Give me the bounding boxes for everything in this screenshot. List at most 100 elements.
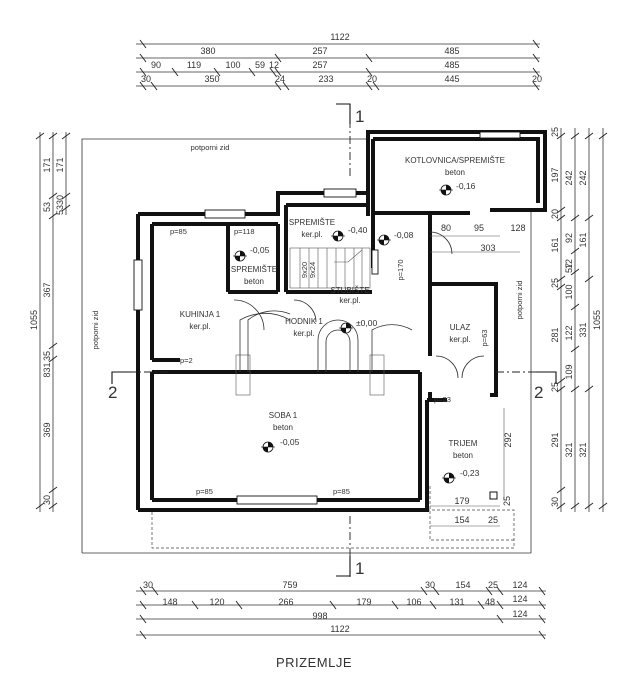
room-hodnik-floor: ker.pl.: [293, 329, 314, 338]
dim-right-u: 321: [578, 442, 588, 457]
inner-dim-303: 303: [480, 243, 495, 253]
dim-bot-r3-a: 998: [312, 611, 327, 621]
parapet-ulaz: p=63: [480, 330, 489, 347]
dim-right-r: 242: [578, 170, 588, 185]
dim-right-p: 109: [564, 364, 574, 379]
room-soba-floor: beton: [273, 423, 293, 432]
drawing-caption: PRIZEMLJE: [276, 655, 352, 670]
level-marker-icon: [377, 234, 391, 246]
dim-right-k: 92: [564, 233, 574, 243]
dim-left-b: 53: [42, 202, 52, 212]
parapet-door: p=2: [180, 356, 193, 365]
room-trijem-floor: beton: [453, 451, 473, 460]
level-marker-icon: [339, 322, 353, 334]
section-mark-top: 1: [355, 107, 364, 126]
dim-right-b: 197: [550, 167, 560, 182]
room-spremiste-beton-name: SPREMIŠTE: [231, 265, 277, 274]
parapet-passage: p=170: [396, 259, 405, 280]
dim-bot-r3-b: 124: [512, 609, 527, 619]
dim-right-g: 25: [550, 382, 560, 392]
dim-top-r3-e: 12: [269, 60, 279, 70]
parapet-labels: p=85 p=118 p=2 p=170 p=63 p=23 p=85 p=85: [170, 227, 489, 496]
dim-top-r3-a: 90: [151, 60, 161, 70]
dim-left-e: 35: [42, 351, 52, 361]
retaining-wall-label-top: potporni zid: [191, 143, 230, 152]
stair-mark-b: 9x24: [308, 262, 317, 278]
staircase: 9x20 9x24: [289, 247, 371, 289]
dim-right-e: 25: [550, 278, 560, 288]
level-marker-icon: [261, 441, 275, 453]
room-ulaz-name: ULAZ: [450, 323, 471, 332]
porch-dash: [429, 486, 514, 541]
dim-right-q: 321: [564, 442, 574, 457]
dim-right-d: 161: [550, 237, 560, 252]
dim-top-r4-c: 24: [275, 74, 285, 84]
dim-top-r4-g: 20: [532, 74, 542, 84]
room-kotlovnica-floor: beton: [445, 168, 465, 177]
dim-bot-total: 1122: [330, 624, 349, 634]
dim-right-l: 12: [564, 259, 574, 269]
room-trijem-level: -0,23: [460, 468, 480, 478]
room-trijem-name: TRIJEM: [449, 439, 478, 448]
dim-right-s: 161: [578, 232, 588, 247]
room-hodnik-level: ±0,00: [356, 318, 377, 328]
dim-top-r4-e: 20: [367, 74, 377, 84]
level-marker-icon: [233, 250, 247, 262]
section-mark-right: 2: [534, 383, 543, 402]
room-stubiste-name: STUBIŠTE: [330, 286, 369, 295]
dim-left-a: 171: [42, 157, 52, 172]
dim-top-r2-b: 257: [312, 46, 327, 56]
dim-bot-r1-c: 30: [425, 580, 435, 590]
dim-left-c: 367: [42, 282, 52, 297]
dim-bot-r1-d: 154: [455, 580, 470, 590]
inner-dim-292: 292: [503, 432, 513, 447]
windows: [133, 131, 521, 505]
passage-level: -0,08: [394, 230, 414, 240]
dim-right-f: 281: [550, 327, 560, 342]
left-dimension-chains: 1055 171 53 367 831 35 369 30 171 30 53: [29, 132, 71, 512]
dim-left-h: 171: [55, 157, 65, 172]
dim-top-r4-a: 30: [141, 74, 151, 84]
dim-top-r3-b: 119: [187, 60, 201, 70]
retaining-wall-label-right: potporni zid: [515, 281, 524, 320]
bottom-dimension-chains: 30 759 30 154 25 124 148 120 266 179 106…: [136, 580, 546, 640]
dim-right-i: 30: [550, 497, 560, 507]
dim-right-o: 122: [564, 325, 574, 340]
parapet-soba-b: p=85: [333, 487, 350, 496]
room-stubiste-floor: ker.pl.: [339, 296, 360, 305]
inner-dim-25: 25: [488, 515, 498, 525]
dim-left-f: 369: [42, 422, 52, 437]
dim-top-r3-g: 485: [444, 60, 459, 70]
dim-top-r2-c: 485: [444, 46, 459, 56]
parapet-spremiste: p=118: [234, 227, 255, 236]
inner-dim-95: 95: [474, 223, 484, 233]
section-mark-left: 2: [108, 383, 117, 402]
dim-bot-r1-f: 124: [512, 580, 527, 590]
dim-bot-r2-d: 179: [356, 597, 371, 607]
room-kotlovnica-level: -0,16: [456, 181, 476, 191]
room-soba-level: -0,05: [280, 437, 300, 447]
dim-top-r2-a: 380: [200, 46, 215, 56]
dim-top-r3-d: 59: [255, 60, 265, 70]
room-spremiste-beton-level: -0,05: [250, 245, 270, 255]
stair-mark-a: 9x20: [300, 262, 309, 278]
parapet-kuhinja: p=85: [170, 227, 187, 236]
dim-bot-r2-h: 124: [512, 594, 527, 604]
dim-right-t: 331: [578, 322, 588, 337]
dim-right-h: 291: [550, 432, 560, 447]
arches-and-doors: [233, 231, 485, 396]
room-kuhinja-name: KUHINJA 1: [180, 310, 221, 319]
dim-top-r4-b: 350: [204, 74, 219, 84]
dim-top-total: 1122: [330, 32, 349, 42]
inner-dim-128: 128: [510, 223, 525, 233]
parapet-soba-a: p=85: [196, 487, 213, 496]
dim-top-r3-f: 257: [312, 60, 327, 70]
dim-left-j: 53: [55, 205, 65, 215]
dim-left-i: 30: [55, 195, 65, 205]
dim-right-c: 20: [550, 209, 560, 219]
dim-right-m: 57: [564, 263, 574, 273]
top-dimension-chains: 1122 380 257 485 90 119 100 59 12 257 48…: [136, 32, 542, 91]
parapet-step: p=23: [434, 395, 451, 404]
right-dimension-chains: 25 197 20 161 25 281 25 291 30 242 92 12…: [550, 127, 608, 512]
